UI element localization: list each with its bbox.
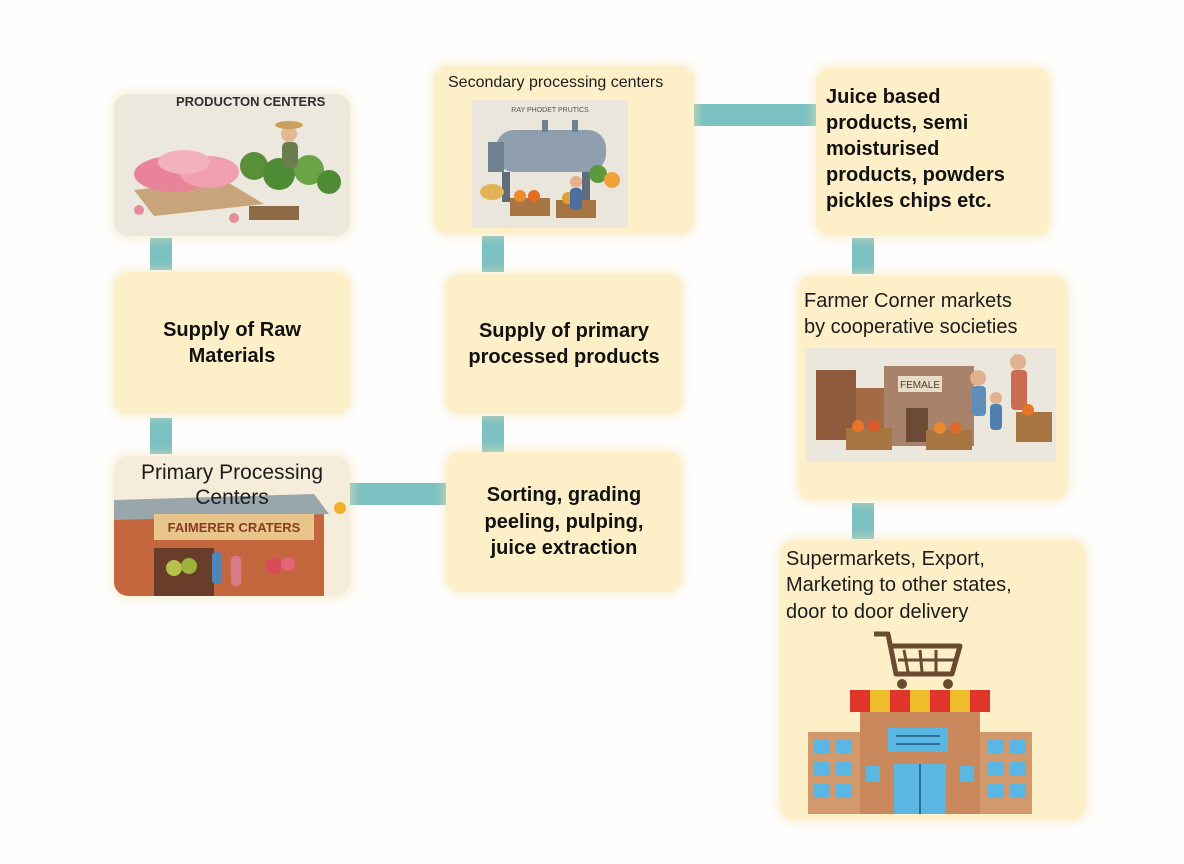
sorting-grading-node: Sorting, grading peeling, pulping, juice…	[446, 452, 682, 592]
supply-raw-materials-label: Supply of Raw Materials	[163, 318, 301, 367]
secondary-processing-illustration: RAY PHODET PRUTICS	[472, 100, 628, 228]
secondary-processing-title: Secondary processing centers	[448, 74, 664, 91]
production-centers-node: PRODUCTON CENTERS	[114, 94, 350, 236]
connector-primary-sorting	[350, 483, 446, 505]
supermarkets-title: Supermarkets, Export, Marketing to other…	[786, 548, 1012, 623]
supermarket-illustration	[808, 631, 1032, 814]
juice-products-node: Juice based products, semi moisturised p…	[816, 68, 1050, 236]
supply-primary-products-node: Supply of primary processed products	[446, 274, 682, 414]
connector-secondary-juice	[694, 104, 818, 126]
farmer-corner-title: Farmer Corner markets by cooperative soc…	[804, 290, 1018, 338]
farmer-corner-node: Farmer Corner markets by cooperative soc…	[798, 276, 1068, 500]
supply-primary-products-label: Supply of primary processed products	[468, 319, 660, 368]
connector-raw-primary	[150, 418, 172, 454]
primary-processing-node: FAIMERER CRATERS Primary Processing Cent…	[114, 456, 350, 596]
primary-sign-text: FAIMERER CRATERS	[168, 520, 301, 535]
farmer-sign-text: FEMALE	[900, 380, 940, 391]
connector-sorting-supply	[482, 416, 504, 452]
juice-products-label: Juice based products, semi moisturised p…	[826, 86, 1005, 212]
production-centers-title: PRODUCTON CENTERS	[176, 94, 326, 109]
farmer-corner-illustration: FEMALE	[806, 348, 1056, 462]
supply-raw-materials-node: Supply of Raw Materials	[114, 272, 350, 414]
sorting-grading-label: Sorting, grading peeling, pulping, juice…	[484, 484, 644, 560]
shopping-cart-icon	[874, 631, 963, 689]
primary-processing-title: Primary Processing Centers	[140, 461, 324, 510]
secondary-sign-text: RAY PHODET PRUTICS	[511, 107, 589, 114]
secondary-processing-node: Secondary processing centers RAY PHODET …	[434, 66, 694, 234]
connector-juice-farmer	[852, 238, 874, 274]
connector-supply-secondary	[482, 236, 504, 272]
production-illustration	[134, 121, 341, 223]
connector-farmer-supermarket	[852, 503, 874, 539]
supermarkets-node: Supermarkets, Export, Marketing to other…	[780, 540, 1086, 820]
connector-production-raw	[150, 238, 172, 270]
primary-processing-illustration: FAIMERER CRATERS	[114, 494, 346, 596]
